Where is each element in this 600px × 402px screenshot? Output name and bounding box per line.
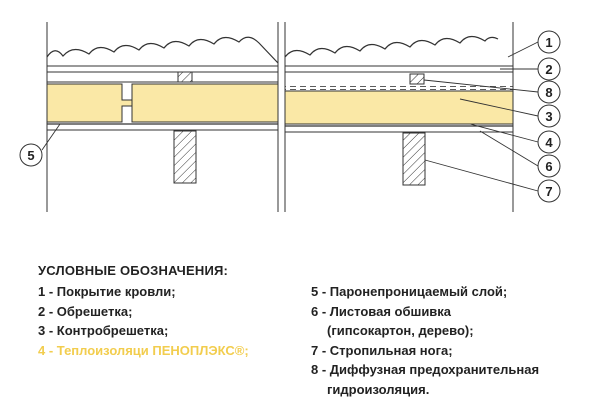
- svg-text:6: 6: [545, 159, 552, 174]
- roof-tiles-left: [46, 36, 279, 64]
- roof-section-diagram: 1 2 8 3 4 6 7 5: [19, 22, 561, 212]
- callout-7: 7: [537, 179, 561, 203]
- counter-batten-left: [177, 71, 193, 83]
- svg-text:5: 5: [27, 148, 34, 163]
- insulation-right: [284, 90, 514, 125]
- callouts: 1 2 8 3 4 6 7 5: [19, 30, 561, 203]
- rafter-left: [173, 130, 197, 184]
- callout-1: 1: [537, 30, 561, 54]
- callout-2: 2: [537, 57, 561, 81]
- legend-item-5: 5 - Паронепроницаемый слой;: [311, 284, 508, 299]
- right-section: [284, 35, 514, 186]
- svg-text:1: 1: [545, 35, 552, 50]
- roof-tiles-right: [284, 35, 499, 58]
- callout-4: 4: [537, 130, 561, 154]
- svg-text:3: 3: [545, 109, 552, 124]
- legend-title: УСЛОВНЫЕ ОБОЗНАЧЕНИЯ:: [38, 263, 229, 278]
- callout-8: 8: [537, 80, 561, 104]
- svg-text:2: 2: [545, 62, 552, 77]
- legend-item-6-continued: (гипсокартон, дерево);: [327, 323, 474, 338]
- legend-right-column: 5 - Паронепроницаемый слой; 6 - Листовая…: [311, 282, 539, 399]
- callout-5: 5: [19, 143, 43, 167]
- legend-left-column: 1 - Покрытие кровли; 2 - Обрешетка; 3 - …: [38, 282, 249, 360]
- insulation-left: [46, 83, 279, 123]
- callout-6: 6: [537, 154, 561, 178]
- leader-lines: [41, 41, 539, 192]
- svg-text:7: 7: [545, 184, 552, 199]
- legend-item-3: 3 - Контробрешетка;: [38, 323, 169, 338]
- svg-text:8: 8: [545, 85, 552, 100]
- legend-item-7: 7 - Стропильная нога;: [311, 342, 453, 358]
- callout-3: 3: [537, 104, 561, 128]
- svg-text:4: 4: [545, 135, 553, 150]
- rafter-right: [402, 132, 426, 186]
- legend-item-8: 8 - Диффузная предохранительная: [311, 362, 540, 377]
- left-section: [46, 36, 279, 184]
- legend-item-8-continued: гидроизоляция.: [327, 381, 430, 397]
- legend-item-1: 1 - Покрытие кровли;: [38, 284, 176, 299]
- legend-item-6: 6 - Листовая обшивка: [311, 303, 452, 319]
- diffusion-membrane: [285, 86, 513, 90]
- legend-item-2: 2 - Обрешетка;: [38, 303, 133, 319]
- legend-item-4: 4 - Теплоизоляци ПЕНОПЛЭКС®;: [38, 342, 249, 358]
- counter-batten-right: [409, 73, 425, 85]
